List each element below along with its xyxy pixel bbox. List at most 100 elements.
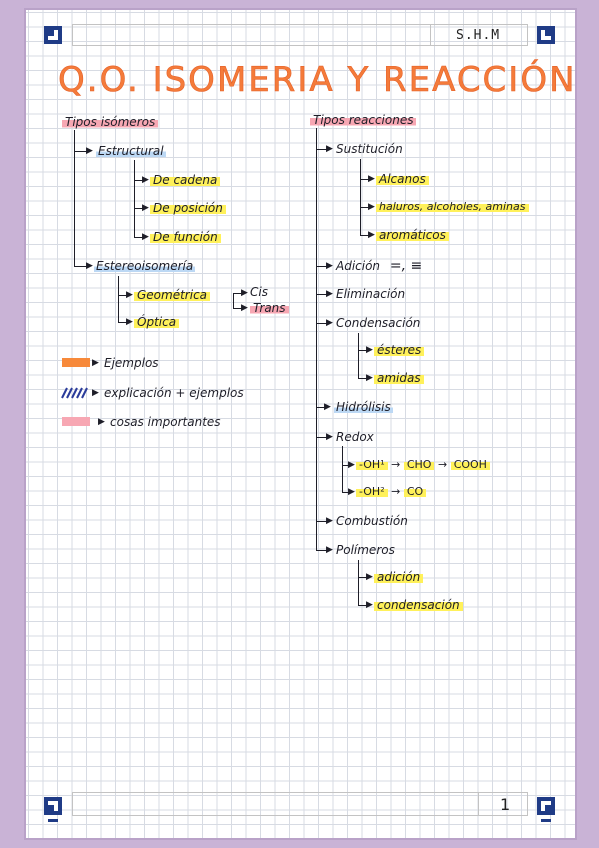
arrow-right-icon: → xyxy=(391,458,401,471)
node-de-funcion: De función xyxy=(150,229,221,245)
tree-line xyxy=(358,333,360,378)
tree-line xyxy=(316,266,328,268)
arrow-icon: ▶ xyxy=(326,261,333,271)
node-aromaticos-text: aromáticos xyxy=(376,228,449,242)
node-pol-adicion-text: adición xyxy=(374,570,424,584)
page-title: Q.O. ISOMERIA Y REACCIÓN xyxy=(58,60,577,101)
legend-label-explicacion: explicación + ejemplos xyxy=(104,386,244,400)
tree-line xyxy=(74,130,76,266)
tree-line xyxy=(118,276,120,322)
node-de-posicion-text: De posición xyxy=(150,201,226,215)
redox-oh1: -OH¹ xyxy=(356,458,388,471)
node-redox: Redox xyxy=(336,430,374,444)
node-hidrolisis-text: Hidrólisis xyxy=(334,400,393,414)
arrow-icon: ▶ xyxy=(126,290,133,300)
tree-line xyxy=(360,235,370,237)
node-hidrolisis: Hidrólisis xyxy=(334,399,393,415)
redox-oh2: -OH² xyxy=(356,485,388,498)
node-adicion-text: Adición xyxy=(336,259,381,273)
arrow-icon: ▶ xyxy=(126,317,133,327)
arrow-icon: ▶ xyxy=(241,288,248,298)
arrow-right-icon: → xyxy=(437,458,448,471)
tree-line xyxy=(134,237,144,239)
node-de-funcion-text: De función xyxy=(150,230,221,244)
arrow-icon: ▶ xyxy=(241,303,248,313)
tree-line xyxy=(360,159,362,236)
corner-mark-top-right xyxy=(537,26,555,44)
node-eliminacion: Eliminación xyxy=(336,287,406,301)
header-box xyxy=(72,24,528,46)
arrow-icon: ▶ xyxy=(368,174,375,184)
node-condensacion: Condensación xyxy=(336,316,421,330)
node-adicion-symbols: =, ≡ xyxy=(389,258,423,274)
tree-line xyxy=(316,407,326,409)
arrow-icon: ▶ xyxy=(326,432,333,442)
arrow-icon: ▶ xyxy=(326,545,333,555)
tree-line xyxy=(358,560,360,605)
heading-tipos-reacciones: Tipos reacciones xyxy=(310,112,417,128)
node-trans: Trans xyxy=(250,300,289,316)
node-estructural: Estructural xyxy=(96,143,166,159)
redox-line-2: -OH² → CO xyxy=(356,484,427,500)
node-estereoisomeria-text: Estereoisomería xyxy=(94,259,196,273)
redox-co: CO xyxy=(403,485,427,498)
tree-line xyxy=(342,492,350,494)
page-number: 1 xyxy=(500,795,511,814)
arrow-icon: ▶ xyxy=(92,388,99,398)
arrow-icon: ▶ xyxy=(324,402,331,412)
arrow-icon: ▶ xyxy=(326,318,333,328)
tree-line xyxy=(342,446,344,492)
corner-mark-bottom-right xyxy=(537,797,555,822)
tree-line xyxy=(360,179,370,181)
tree-line xyxy=(358,577,368,579)
node-aromaticos: aromáticos xyxy=(376,227,449,243)
redox-line-1: -OH¹ → CHO → COOH xyxy=(356,457,490,473)
legend-label-ejemplos: Ejemplos xyxy=(104,356,159,370)
node-pol-condensacion-text: condensación xyxy=(374,598,463,612)
tree-line xyxy=(316,149,328,151)
node-haluros-text: haluros, alcoholes, aminas xyxy=(376,200,529,213)
node-optica-text: Óptica xyxy=(134,315,180,329)
node-pol-condensacion: condensación xyxy=(374,597,463,613)
arrow-icon: ▶ xyxy=(86,261,93,271)
tree-line xyxy=(316,128,318,550)
node-de-cadena-text: De cadena xyxy=(150,173,221,187)
footer-divider xyxy=(478,792,479,816)
node-haluros: haluros, alcoholes, aminas xyxy=(376,199,529,215)
tree-line xyxy=(316,437,328,439)
arrow-icon: ▶ xyxy=(86,146,93,156)
tree-line xyxy=(358,350,368,352)
arrow-icon: ▶ xyxy=(142,232,149,242)
node-pol-adicion: adición xyxy=(374,569,424,585)
heading-tipos-reacciones-text: Tipos reacciones xyxy=(310,113,417,127)
tree-line xyxy=(134,160,136,238)
arrow-icon: ▶ xyxy=(142,203,149,213)
arrow-icon: ▶ xyxy=(366,373,373,383)
node-adicion: Adición =, ≡ xyxy=(336,258,422,274)
tree-line xyxy=(118,322,128,324)
tree-line xyxy=(316,521,328,523)
node-polimeros: Polímeros xyxy=(336,543,395,557)
arrow-icon: ▶ xyxy=(366,600,373,610)
arrow-icon: ▶ xyxy=(366,345,373,355)
header-divider xyxy=(430,24,431,46)
tree-line xyxy=(358,378,368,380)
legend-swatch-orange xyxy=(62,358,90,367)
legend-label-cosas-importantes: cosas importantes xyxy=(110,415,221,429)
node-de-cadena: De cadena xyxy=(150,172,221,188)
footer-box xyxy=(72,792,528,816)
tree-line xyxy=(233,293,235,308)
arrow-right-icon: → xyxy=(391,485,401,498)
tree-line xyxy=(134,208,144,210)
node-de-posicion: De posición xyxy=(150,200,226,216)
tree-line xyxy=(316,550,328,552)
arrow-icon: ▶ xyxy=(326,144,333,154)
arrow-icon: ▶ xyxy=(368,230,375,240)
tree-line xyxy=(118,295,128,297)
tree-line xyxy=(233,293,243,295)
node-amidas-text: amidas xyxy=(374,371,424,385)
node-sustitucion: Sustitución xyxy=(336,142,403,156)
tree-line xyxy=(74,151,88,153)
tree-line xyxy=(233,308,243,310)
corner-mark-top-left xyxy=(44,26,62,44)
